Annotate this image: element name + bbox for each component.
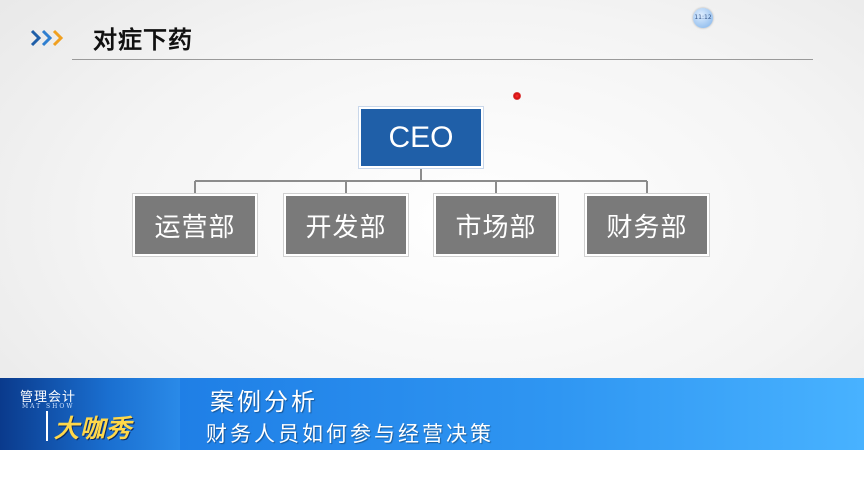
dept-node-operations: 运营部 <box>133 194 257 256</box>
page-title: 对症下药 <box>93 26 193 54</box>
timer-badge[interactable]: 11:12 <box>693 8 713 28</box>
chevron-arrows-icon <box>30 29 64 47</box>
dept-node-development: 开发部 <box>284 194 408 256</box>
ceo-node: CEO <box>359 107 483 168</box>
caption-subheading: 财务人员如何参与经营决策 <box>206 422 494 446</box>
show-logo: 管理会计 MAT SHOW 大咖秀 <box>0 378 180 450</box>
caption-panel: 案例分析 财务人员如何参与经营决策 <box>180 378 864 450</box>
dept-node-finance: 财务部 <box>585 194 709 256</box>
title-divider <box>72 59 813 60</box>
bottom-strip <box>0 450 864 486</box>
logo-main-text: 大咖秀 <box>54 414 133 443</box>
dept-node-marketing: 市场部 <box>434 194 558 256</box>
caption-heading: 案例分析 <box>210 388 318 416</box>
lower-third-banner: 管理会计 MAT SHOW 大咖秀 案例分析 财务人员如何参与经营决策 <box>0 378 864 450</box>
logo-divider <box>46 411 48 441</box>
laser-pointer-icon <box>513 92 521 100</box>
logo-sub-text: MAT SHOW <box>22 403 75 410</box>
logo-top-text: 管理会计 <box>20 390 77 405</box>
slide-header: 对症下药 11:12 <box>0 0 864 62</box>
